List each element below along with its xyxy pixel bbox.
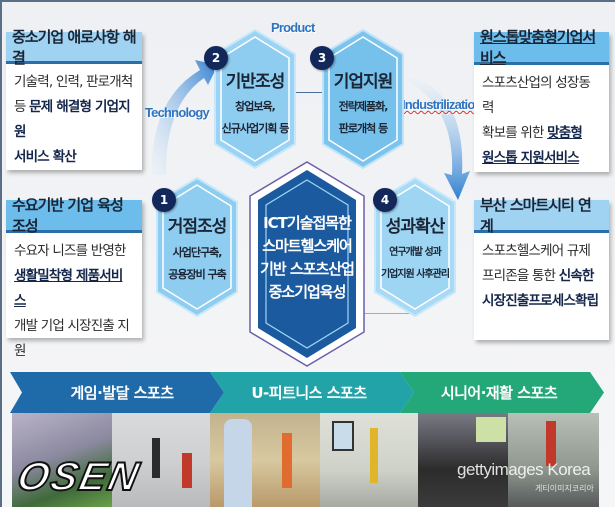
osen-watermark-logo: OSEN xyxy=(12,454,145,500)
hexagon-shape-icon xyxy=(374,176,456,318)
band-u-fitness-sports: U-피트니스 스포츠 xyxy=(251,384,367,402)
info-card-one-stop: 원스톱맞춤형기업서비스 스포츠산업의 성장동력 확보를 위한 맞춤형 원스톱 지… xyxy=(474,28,609,172)
step-number-badge: 2 xyxy=(204,46,228,70)
card-line: 확보를 위한 맞춤형 xyxy=(482,125,583,141)
photo-fitness-instructor xyxy=(210,413,320,507)
card-line: 원스톱 지원서비스 xyxy=(482,150,580,166)
card-line: 스포츠산업의 성장동력 xyxy=(482,75,591,116)
hexagon-sub: 사업단구축, xyxy=(172,246,223,259)
card-line: 등 문제 해결형 기업지원 xyxy=(14,99,131,140)
connector-line xyxy=(355,313,415,314)
photo-kids-game xyxy=(112,413,210,507)
hexagon-step-1: 거점조성 사업단구축, 공용장비 구축 xyxy=(155,176,239,318)
hexagon-sub: 창업보육, xyxy=(235,100,276,113)
industrialization-label: Industrilization xyxy=(402,97,482,112)
step-number-badge: 3 xyxy=(310,46,334,70)
photo-climbing-wall xyxy=(12,413,112,507)
card-line: 개발 기업 시장진출 지원 xyxy=(14,318,130,359)
hexagon-shape-icon xyxy=(249,161,365,367)
card-line: 수요자 니즈를 반영한 xyxy=(14,243,126,259)
step-number-badge: 4 xyxy=(373,188,397,212)
band-senior-rehab-sports: 시니어·재활 스포츠 xyxy=(440,384,558,402)
hexagon-sub: 연구개발 성과 xyxy=(389,247,442,258)
category-band-arrows xyxy=(10,372,604,413)
info-card-busan-smart-city: 부산 스마트시티 연계 스포츠헬스케어 규제 프리존을 통한 신속한 시장진출프… xyxy=(474,196,609,340)
photo-senior-exergame xyxy=(418,413,508,507)
info-card-demand-based: 수요기반 기업 육성 조성 수요자 니즈를 반영한 생활밀착형 제품서비스 개발… xyxy=(6,196,142,359)
card-body: 기술력, 인력, 판로개척 등 문제 해결형 기업지원 서비스 확산 xyxy=(6,64,142,176)
card-body: 수요자 니즈를 반영한 생활밀착형 제품서비스 개발 기업 시장진출 지원 xyxy=(6,233,142,370)
card-title: 원스톱맞춤형기업서비스 xyxy=(474,28,609,67)
center-hexagon: ICT기술접목한 스마트헬스케어 기반 스포츠산업 중소기업육성 xyxy=(248,160,366,370)
card-line: 생활밀착형 제품서비스 xyxy=(14,268,123,309)
technology-label: Technology xyxy=(145,105,210,120)
getty-watermark-korean: 게티이미지코리아 xyxy=(535,484,594,493)
center-title: ICT기술접목한 스마트헬스케어 기반 스포츠산업 중소기업육성 xyxy=(260,214,355,301)
photo-strip xyxy=(12,413,599,507)
card-body: 스포츠헬스케어 규제 프리존을 통한 신속한 시장진출프로세스확립 xyxy=(474,233,609,320)
hexagon-shape-icon xyxy=(156,176,238,318)
band-game-development-sports: 게임·발달 스포츠 xyxy=(70,384,174,402)
hexagon-title: 기반조성 xyxy=(225,72,286,92)
card-body: 스포츠산업의 성장동력 확보를 위한 맞춤형 원스톱 지원서비스 xyxy=(474,65,609,177)
hexagon-step-4: 성과확산 연구개발 성과 기업지원 사후관리 xyxy=(373,176,457,318)
hexagon-step-2: 기반조성 창업보육, 신규사업기획 등 xyxy=(213,28,297,170)
photo-exergame-screen xyxy=(320,413,418,507)
connector-line xyxy=(290,92,330,93)
card-line: 프리존을 통한 신속한 xyxy=(482,268,594,284)
hexagon-sub: 전략제품화, xyxy=(338,100,389,113)
hexagon-shape-icon xyxy=(322,28,404,170)
hexagon-sub: 판로개척 등 xyxy=(338,122,388,135)
hexagon-sub: 공용장비 구축 xyxy=(168,268,227,281)
card-line: 시장진출프로세스확립 xyxy=(482,293,599,309)
getty-watermark: gettyimages Korea xyxy=(457,460,591,479)
card-title: 부산 스마트시티 연계 xyxy=(474,196,609,235)
photo-treadmill-rehab xyxy=(508,413,599,507)
hexagon-title: 성과확산 xyxy=(385,217,446,237)
card-line: 기술력, 인력, 판로개척 xyxy=(14,74,133,90)
card-line: 서비스 확산 xyxy=(14,149,77,165)
hexagon-sub: 신규사업기획 등 xyxy=(221,122,290,135)
industrialization-arrow-icon xyxy=(405,77,470,200)
hexagon-step-3: 기업지원 전략제품화, 판로개척 등 xyxy=(321,28,405,170)
card-line: 스포츠헬스케어 규제 xyxy=(482,243,591,259)
card-title: 중소기업 애로사항 해결 xyxy=(6,28,142,67)
hexagon-title: 기업지원 xyxy=(333,72,394,92)
product-label: Product xyxy=(271,20,315,35)
step-number-badge: 1 xyxy=(152,188,176,212)
hexagon-sub: 기업지원 사후관리 xyxy=(380,269,450,280)
card-title: 수요기반 기업 육성 조성 xyxy=(6,196,142,235)
hexagon-title: 거점조성 xyxy=(167,217,228,237)
technology-arrow-icon xyxy=(151,60,218,175)
info-card-sme-issues: 중소기업 애로사항 해결 기술력, 인력, 판로개척 등 문제 해결형 기업지원… xyxy=(6,28,142,170)
